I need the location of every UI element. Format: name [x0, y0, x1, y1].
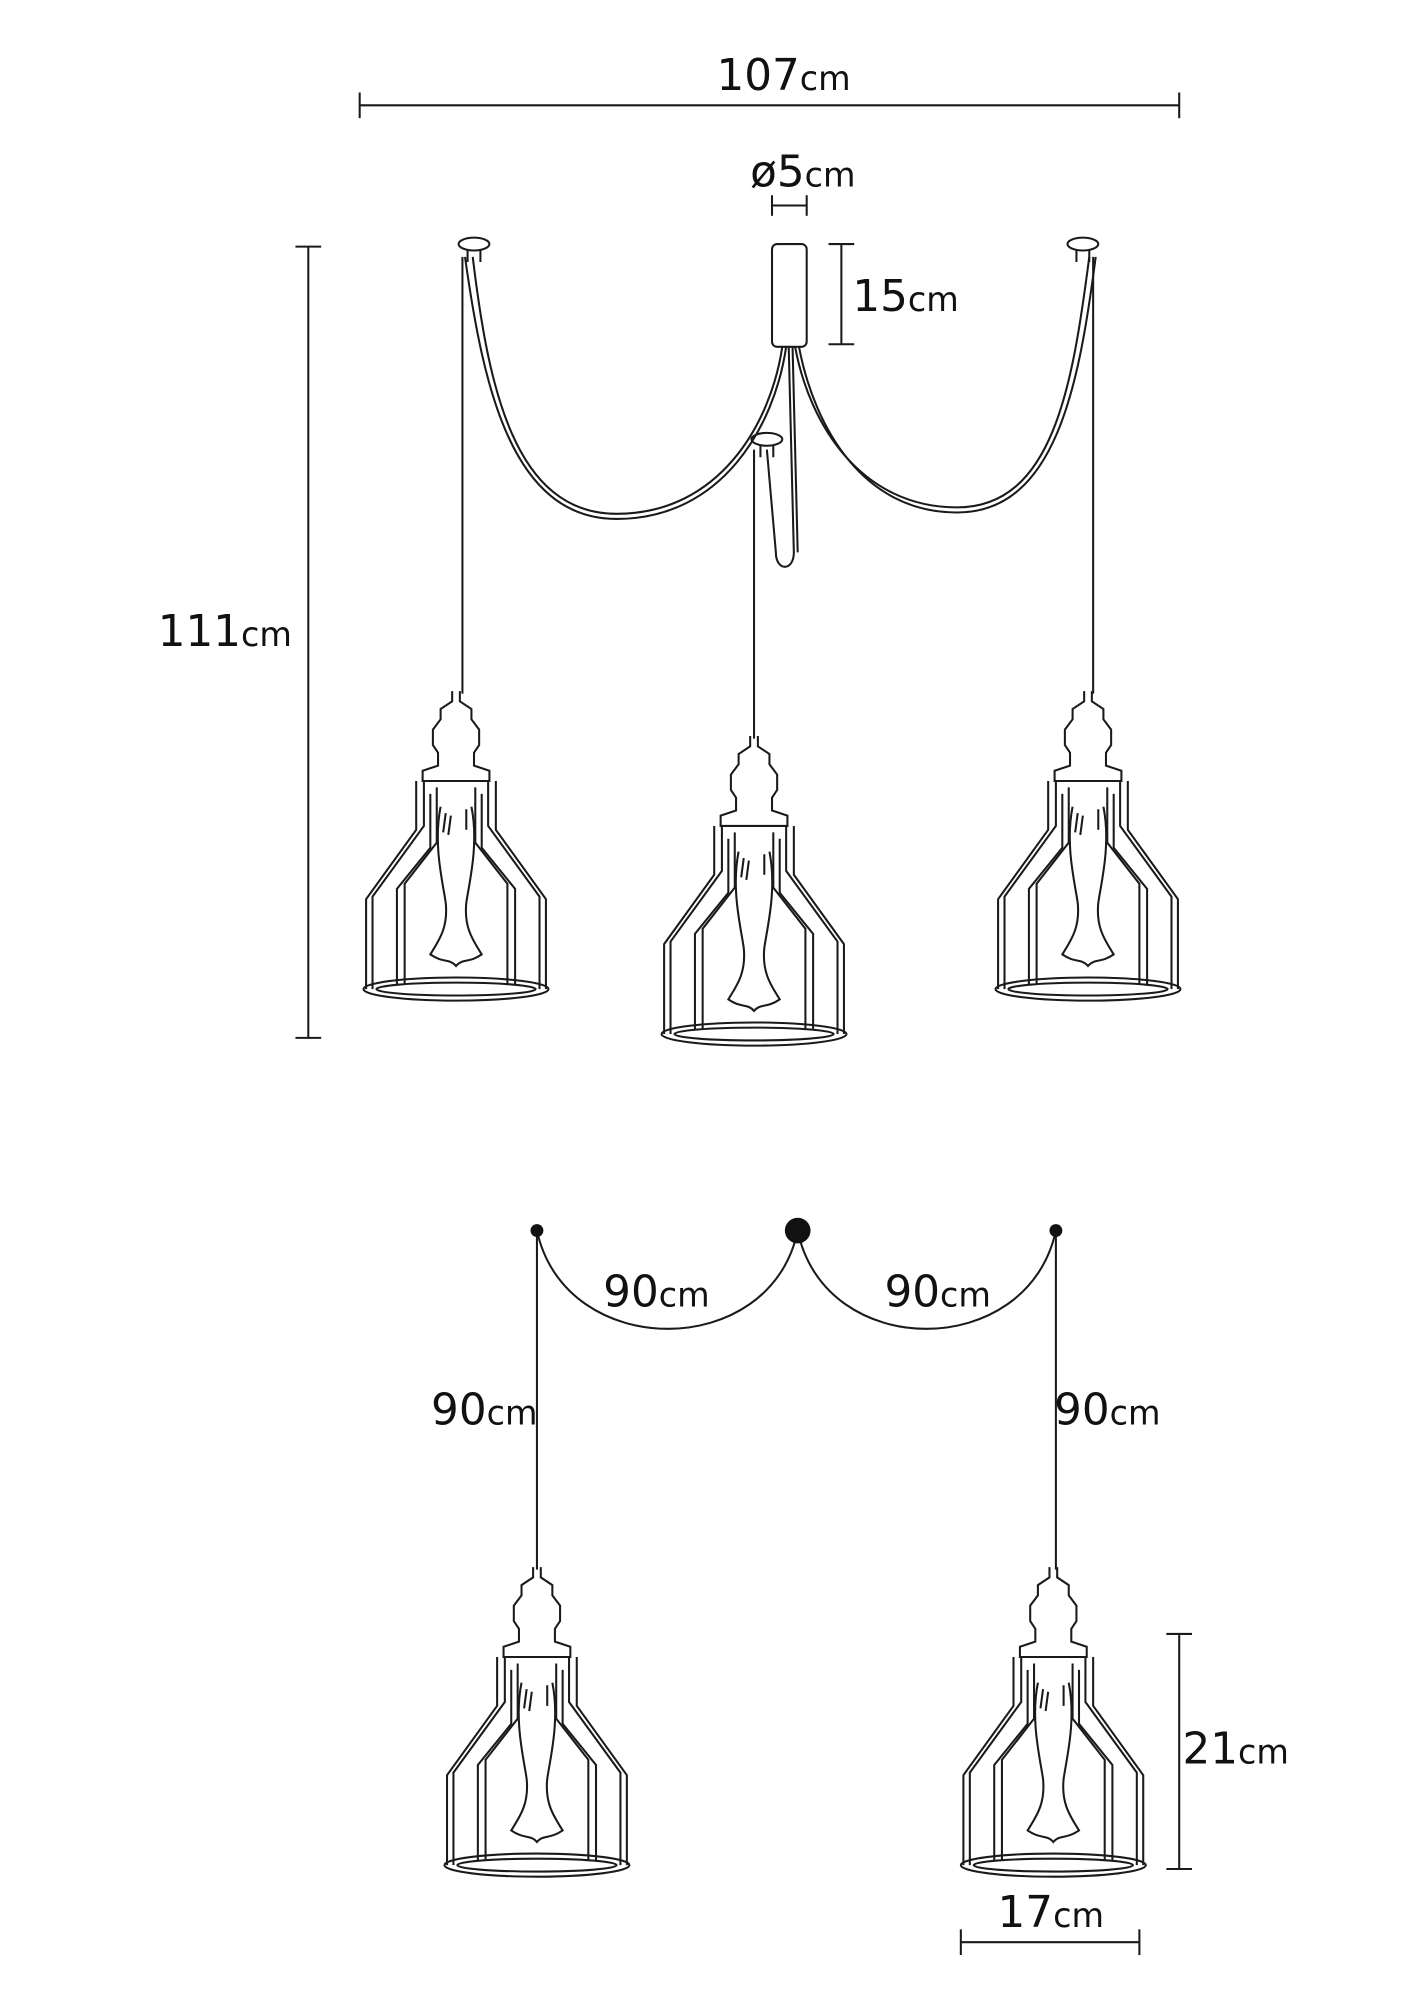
dimension-total-height: 111cm	[158, 245, 322, 1039]
canopy-height-value: 15	[852, 271, 908, 322]
cables-top	[461, 256, 1097, 739]
svg-text:21cm: 21cm	[1183, 1724, 1289, 1775]
drop-right-label: 90cm	[1054, 1385, 1160, 1436]
shade-width-value: 17	[998, 1887, 1054, 1938]
width-value: 107	[716, 50, 799, 101]
width-unit: cm	[800, 59, 851, 98]
diameter-value: ø5	[750, 146, 805, 197]
cage-lamp-left-icon	[362, 690, 550, 1002]
cable-layout-bottom	[530, 1217, 1063, 1570]
cage-lamp-right-icon	[994, 690, 1182, 1002]
dimension-total-width: 107cm	[358, 50, 1181, 119]
anchor-right-icon	[1049, 1224, 1063, 1237]
svg-text:17cm: 17cm	[998, 1887, 1104, 1938]
svg-text:111cm: 111cm	[158, 606, 292, 657]
shade-height-value: 21	[1183, 1724, 1239, 1775]
shade-height-unit: cm	[1238, 1733, 1289, 1772]
dimension-canopy-height: 15cm	[828, 243, 959, 346]
svg-text:15cm: 15cm	[852, 271, 958, 322]
dimension-shade-height: 21cm	[1166, 1632, 1289, 1871]
svg-text:107cm: 107cm	[716, 50, 850, 101]
diameter-unit: cm	[805, 155, 856, 194]
ceiling-canopy	[770, 243, 808, 348]
dimension-canopy-diameter: ø5cm	[750, 146, 856, 216]
cage-lamp-bottom-right-icon	[959, 1566, 1147, 1878]
height-unit: cm	[241, 615, 292, 654]
cage-lamp-center-icon	[660, 735, 848, 1047]
anchor-left-icon	[530, 1224, 544, 1237]
drop-left-label: 90cm	[431, 1385, 537, 1436]
canopy-height-unit: cm	[908, 280, 959, 319]
canopy-top-icon	[784, 1217, 811, 1244]
svg-text:ø5cm: ø5cm	[750, 146, 855, 197]
shade-width-unit: cm	[1053, 1896, 1104, 1935]
dimension-shade-width: 17cm	[959, 1887, 1141, 1956]
arc-right-label: 90cm	[884, 1266, 990, 1317]
height-value: 111	[158, 606, 241, 657]
arc-left-label: 90cm	[603, 1266, 709, 1317]
cage-lamp-bottom-left-icon	[443, 1566, 631, 1878]
